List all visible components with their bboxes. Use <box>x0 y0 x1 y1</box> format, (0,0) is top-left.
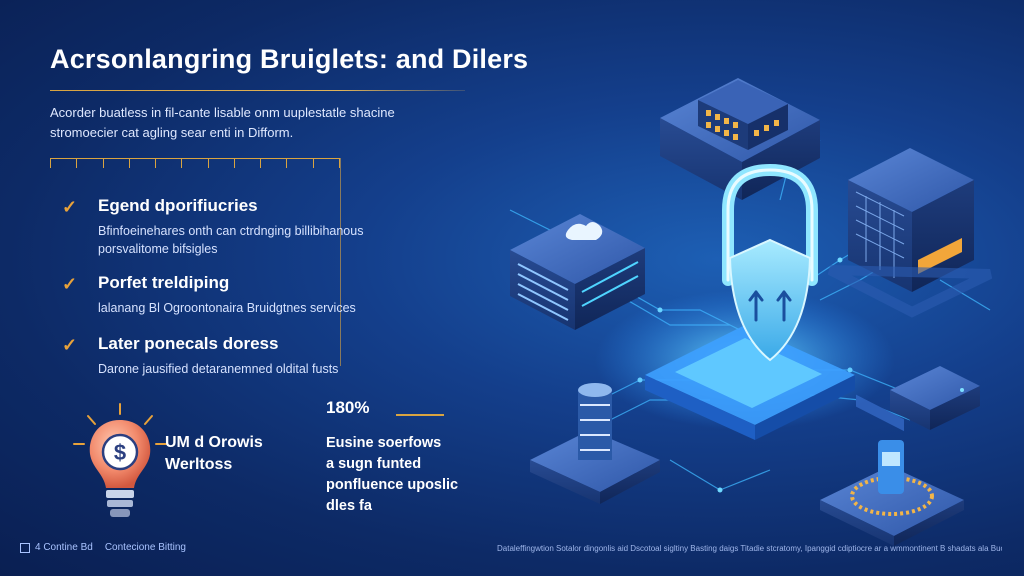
stat-description: Eusine soerfows a sugn funted ponfluence… <box>326 435 459 514</box>
feature-item: ✓ Later ponecals doress Darone jausified… <box>62 334 402 378</box>
svg-text:$: $ <box>114 440 126 465</box>
check-icon: ✓ <box>62 335 78 355</box>
title-divider <box>50 90 465 91</box>
footer-icon <box>20 542 30 553</box>
feature-title: Later ponecals doress <box>98 334 279 353</box>
footer-left-item: Contecione Bitting <box>104 542 186 553</box>
feature-description: Darone jausified detaranemned oldital fu… <box>98 362 339 376</box>
feature-title: Porfet treldiping <box>98 273 230 292</box>
section-divider <box>50 158 340 169</box>
server-rack-right <box>827 148 993 432</box>
section-vertical-line <box>340 158 341 366</box>
dollar-lightbulb-icon: $ <box>73 403 167 517</box>
check-icon: ✓ <box>62 274 78 294</box>
feature-description: Bfinfoeinehares onth can ctrdnging billi… <box>98 224 364 256</box>
isometric-security-illustration <box>509 78 993 546</box>
footer-left: 4 Contine Bd Contecione Bitting <box>20 542 186 553</box>
feature-title: Egend dporifiucries <box>98 196 258 215</box>
feature-item: ✓ Egend dporifiucries Bfinfoeinehares on… <box>62 196 402 258</box>
data-tower <box>530 383 660 504</box>
page-title: Acrsonlangring Bruiglets: and Dilers <box>50 44 529 74</box>
office-building <box>660 78 820 200</box>
feature-item: ✓ Porfet treldiping lalanang Bl Ogroonto… <box>62 273 402 317</box>
check-icon: ✓ <box>62 197 78 217</box>
feature-description: lalanang Bl Ogroontonaira Bruidgtnes ser… <box>98 301 356 315</box>
badge-text: UM d Orowis Werltoss <box>165 434 263 473</box>
intro-text: Acorder buatless in fil-cante lisable on… <box>50 105 395 140</box>
stat-underline <box>396 400 444 416</box>
security-shield-platform <box>595 163 895 440</box>
stat-value: 180% <box>326 398 370 417</box>
small-device <box>890 366 980 430</box>
footer-disclaimer: Dataleffingwtion Sotalor dingonlis aid D… <box>497 544 1002 553</box>
token-platform <box>820 440 964 546</box>
server-rack-left <box>510 214 645 330</box>
